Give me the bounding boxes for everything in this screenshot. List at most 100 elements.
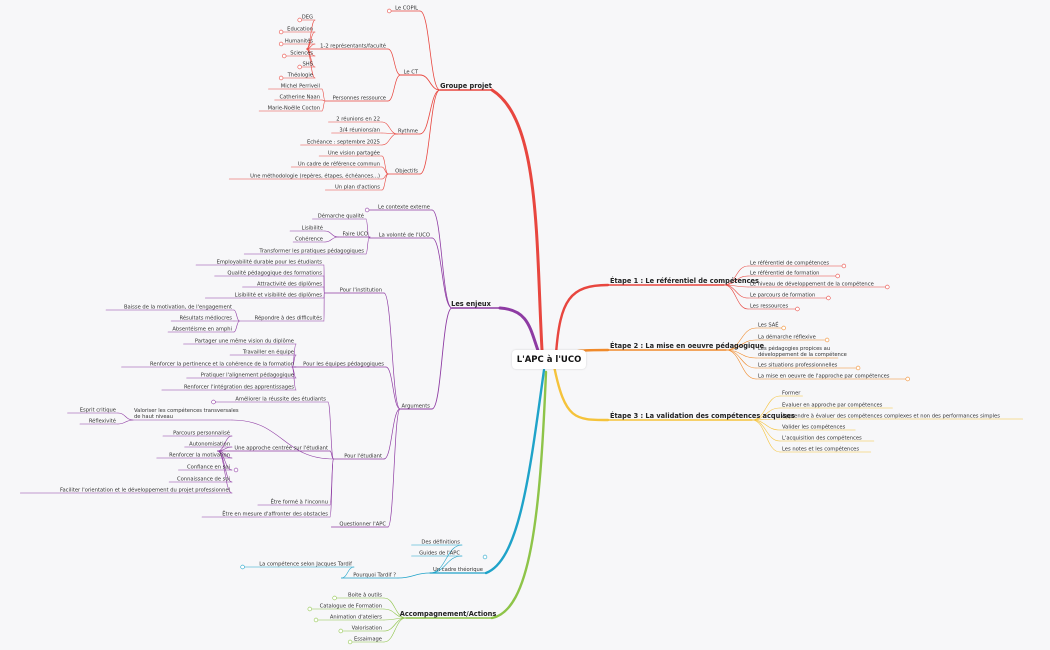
collapse-toggle[interactable] xyxy=(297,64,302,70)
node-label[interactable]: Le niveau de développement de la compéte… xyxy=(750,280,874,287)
collapse-toggle[interactable] xyxy=(211,399,216,405)
central-topic[interactable]: L'APC à l'UCO xyxy=(512,350,586,369)
node-label[interactable]: Education xyxy=(287,26,313,32)
node-label[interactable]: 3/4 réunions/an xyxy=(339,126,380,133)
collapse-markers[interactable] xyxy=(211,8,910,645)
node-label[interactable]: Michel Perriveil xyxy=(281,83,320,89)
collapse-toggle[interactable] xyxy=(824,337,830,343)
node-label[interactable]: Les ressources xyxy=(750,303,788,309)
node-label[interactable]: La mise en oeuvre de l'approche par comp… xyxy=(758,372,890,379)
node-label[interactable]: Le CT xyxy=(404,69,419,75)
collapse-toggle[interactable] xyxy=(347,639,353,645)
node-label[interactable]: Connaissance de soi xyxy=(177,476,230,482)
branch-title-etape1[interactable]: Étape 1 : Le référentiel de compétences xyxy=(610,276,759,285)
node-label[interactable]: La compétence selon Jacques Tardif xyxy=(259,560,352,567)
node-label[interactable]: Pratiquer l'alignement pédagogique xyxy=(201,371,294,378)
node-label[interactable]: Autonomisation xyxy=(189,441,230,447)
node-label[interactable]: Une méthodologie (repères, étapes, échéa… xyxy=(250,172,380,179)
collapse-toggle[interactable] xyxy=(297,17,302,23)
collapse-toggle[interactable] xyxy=(364,207,370,213)
collapse-toggle[interactable] xyxy=(233,467,239,473)
node-label[interactable]: Parcours personnalisé xyxy=(173,429,230,436)
node-label[interactable]: La volonté de l'UCO xyxy=(379,231,430,238)
node-label[interactable]: Renforcer l'intégration des apprentissag… xyxy=(184,383,294,390)
node-label[interactable]: Les notes et les compétences xyxy=(782,445,859,452)
collapse-toggle[interactable] xyxy=(282,53,287,59)
node-label[interactable]: Lisibilité xyxy=(302,224,323,231)
collapse-toggle[interactable] xyxy=(885,284,890,290)
node-label[interactable]: Réflexivité xyxy=(89,417,116,424)
node-label[interactable]: Démarche qualité xyxy=(318,212,364,219)
node-label[interactable]: Questionner l'APC xyxy=(339,521,386,527)
node-label[interactable]: Esprit critique xyxy=(80,407,116,413)
node-label[interactable]: Valorisation xyxy=(352,625,382,631)
node-label[interactable]: Renforcer la pertinence et la cohérence … xyxy=(150,360,294,367)
node-label[interactable]: Essaimage xyxy=(354,636,382,642)
node-label[interactable]: Travailler en équipe xyxy=(242,348,294,355)
collapse-toggle[interactable] xyxy=(387,8,392,14)
node-label[interactable]: Apprendre à évaluer des compétences comp… xyxy=(782,412,1000,419)
node-label[interactable]: Partager une même vision du diplôme xyxy=(195,337,294,344)
node-label[interactable]: Répondre à des difficultés xyxy=(255,314,323,321)
branch-title-cadre[interactable]: Un cadre théorique xyxy=(433,566,483,573)
branch-title-groupe[interactable]: Groupe projet xyxy=(440,82,492,90)
collapse-toggle[interactable] xyxy=(307,606,312,612)
node-label[interactable]: Objectifs xyxy=(395,168,418,174)
node-label[interactable]: Le référentiel de compétences xyxy=(750,259,829,266)
node-label[interactable]: Résultats médiocres xyxy=(179,314,232,321)
node-label[interactable]: Lisibilité et visibilité des diplômes xyxy=(235,291,323,298)
node-label[interactable]: Les situations professionnelles xyxy=(758,362,838,368)
node-label[interactable]: Le référentiel de formation xyxy=(750,269,819,276)
node-label[interactable]: Améliorer la réussite des étudiants xyxy=(235,395,326,402)
collapse-toggle[interactable] xyxy=(826,295,831,301)
node-label[interactable]: Une approche centrée sur l'étudiant xyxy=(234,444,328,451)
node-label[interactable]: Baisse de la motivation, de l'engagement xyxy=(124,304,232,310)
node-label[interactable]: Guides de l'APC xyxy=(419,550,460,556)
node-label[interactable]: Théologie xyxy=(287,71,313,78)
node-label[interactable]: 1-2 représentants/faculté xyxy=(320,42,386,49)
branch-title-accomp[interactable]: Accompagnement/Actions xyxy=(400,610,497,618)
collapse-toggle[interactable] xyxy=(332,595,337,601)
node-label[interactable]: Faire UCO xyxy=(343,231,369,237)
node-label[interactable]: Humanités xyxy=(285,37,313,44)
branch-title-enjeux[interactable]: Les enjeux xyxy=(451,300,491,308)
branch-title-etape2[interactable]: Étape 2 : La mise en oeuvre pédagogique xyxy=(610,341,765,350)
node-label[interactable]: Sciences xyxy=(290,50,313,56)
collapse-toggle[interactable] xyxy=(905,376,910,382)
node-label[interactable]: Former xyxy=(782,390,801,396)
node-label[interactable]: Être formé à l'inconnu xyxy=(271,497,328,505)
collapse-toggle[interactable] xyxy=(278,75,284,81)
collapse-toggle[interactable] xyxy=(240,564,245,570)
node-label[interactable]: Pour les équipes pédagogiques xyxy=(303,360,384,367)
collapse-toggle[interactable] xyxy=(278,41,284,47)
node-label[interactable]: Marie-Noëlle Cocton xyxy=(268,105,320,111)
collapse-toggle[interactable] xyxy=(841,263,847,269)
node-label[interactable]: Transformer les pratiques pédagogiques xyxy=(258,247,364,254)
collapse-toggle[interactable] xyxy=(313,617,319,623)
node-label[interactable]: Être en mesure d'affronter des obstacles xyxy=(222,509,328,517)
node-label[interactable]: Boite à outils xyxy=(348,591,382,598)
node-label[interactable]: Un cadre de référence commun xyxy=(298,160,380,167)
node-label[interactable]: Animation d'ateliers xyxy=(330,614,382,620)
collapse-toggle[interactable] xyxy=(795,306,800,312)
node-label[interactable]: Le COPIL xyxy=(395,5,418,11)
node-label[interactable]: Personnes ressource xyxy=(333,95,386,101)
node-label[interactable]: Echéance : septembre 2025 xyxy=(307,138,380,145)
node-label[interactable]: Absentéisme en amphi xyxy=(172,325,232,332)
node-label[interactable]: Une vision partagée xyxy=(328,149,380,156)
node-label[interactable]: La démarche réflexive xyxy=(758,333,816,340)
node-label[interactable]: Attractivité des diplômes xyxy=(257,280,322,287)
node-label[interactable]: Rythme xyxy=(398,128,418,134)
node-label[interactable]: Arguments xyxy=(402,403,431,409)
node-label[interactable]: Qualité pédagogique des formations xyxy=(227,269,322,276)
node-label[interactable]: Pourquoi Tardif ? xyxy=(353,572,396,578)
node-label[interactable]: Confiance en soi xyxy=(187,464,230,470)
node-label[interactable]: Catalogue de Formation xyxy=(320,603,382,609)
node-label[interactable]: Renforcer la motivation xyxy=(169,452,230,458)
node-label[interactable]: Employabilité durable pour les étudiants xyxy=(217,258,323,265)
node-label[interactable]: SHS xyxy=(303,61,314,67)
node-label[interactable]: Pour l'institution xyxy=(340,287,382,293)
collapse-toggle[interactable] xyxy=(855,365,861,371)
